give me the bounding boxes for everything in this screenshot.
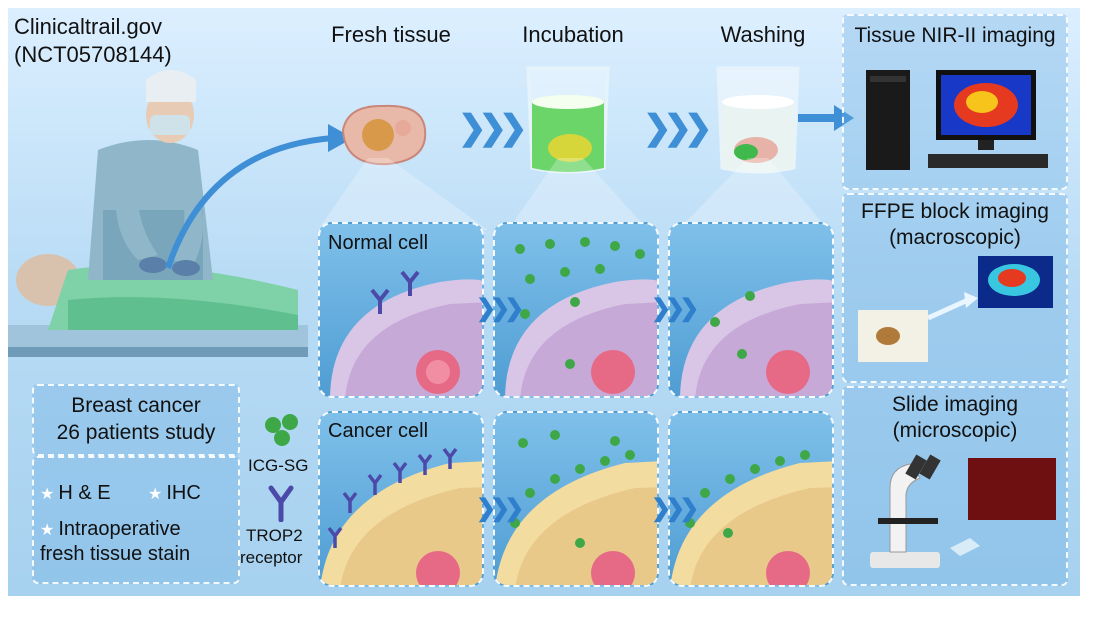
icg-sg-probe-icon [265,414,298,446]
cell-chevron-2-icon: ❯❯❯ [651,295,699,322]
stain-ihc: ★IHC [148,482,201,505]
ffpe-label-1: FFPE block imaging [861,200,1049,223]
normal-cell-card-2 [493,222,659,398]
curved-arrow [165,124,353,269]
incubation-beaker [526,66,610,174]
normal-cell-card-3 [668,222,834,398]
nir-workstation-illustration [866,70,1048,170]
cancer-cell-label: Cancer cell [328,420,429,442]
cancer-cell-card-1 [318,411,484,587]
legend-receptor-label-2: receptor [240,548,303,567]
star-icon: ★ [40,522,55,539]
stain-panel [32,456,240,584]
stain-he-label: H & E [58,482,111,504]
chevron-arrow-2-icon: ❯❯❯ [643,109,713,147]
stain-intraoperative: ★Intraoperative [40,518,181,541]
arrow-to-imaging [798,105,854,131]
trial-registry: Clinicaltrail.gov [14,14,162,39]
stain-ihc-label: IHC [166,482,201,504]
star-icon: ★ [148,486,163,503]
star-icon: ★ [40,486,55,503]
cell-chevron-3-icon: ❯❯❯ [476,495,524,522]
normal-cell-card-1 [318,222,484,398]
chevron-arrow-1-icon: ❯❯❯ [458,109,528,147]
cell-chevron-4-icon: ❯❯❯ [651,495,699,522]
stain-intra-label-2: fresh tissue stain [40,543,191,565]
cancer-cell-card-2 [493,411,659,587]
slide-label-1: Slide imaging [891,393,1019,416]
step-washing-label: Washing [720,22,806,47]
step-fresh-tissue-label: Fresh tissue [331,22,451,47]
study-panel [32,384,240,456]
tissue-imaging-label: Tissue NIR-II imaging [854,24,1056,47]
light-cones [318,158,828,230]
trop2-receptor-icon [268,485,294,522]
trial-id: (NCT05708144) [14,42,172,67]
figure-canvas: Clinicaltrail.gov (NCT05708144) Fresh ti… [8,8,1080,596]
slide-label-2: (microscopic) [892,419,1018,442]
study-line-1: Breast cancer [71,394,201,417]
legend-probe-label: ICG-SG [248,456,309,475]
cancer-cell-card-3 [668,411,834,587]
cell-chevron-1-icon: ❯❯❯ [476,295,524,322]
ffpe-label-2: (macroscopic) [889,226,1021,249]
washing-beaker [716,66,800,174]
step-incubation-label: Incubation [522,22,624,47]
stain-he: ★H & E [40,482,111,505]
ffpe-block-illustration [858,256,1053,362]
legend-receptor-label-1: TROP2 [246,526,303,545]
microscope-illustration [870,454,1056,568]
normal-cell-label: Normal cell [328,232,429,254]
study-line-2: 26 patients study [56,421,216,444]
stain-intra-label-1: Intraoperative [58,518,181,540]
fresh-tissue-sample [341,104,427,166]
